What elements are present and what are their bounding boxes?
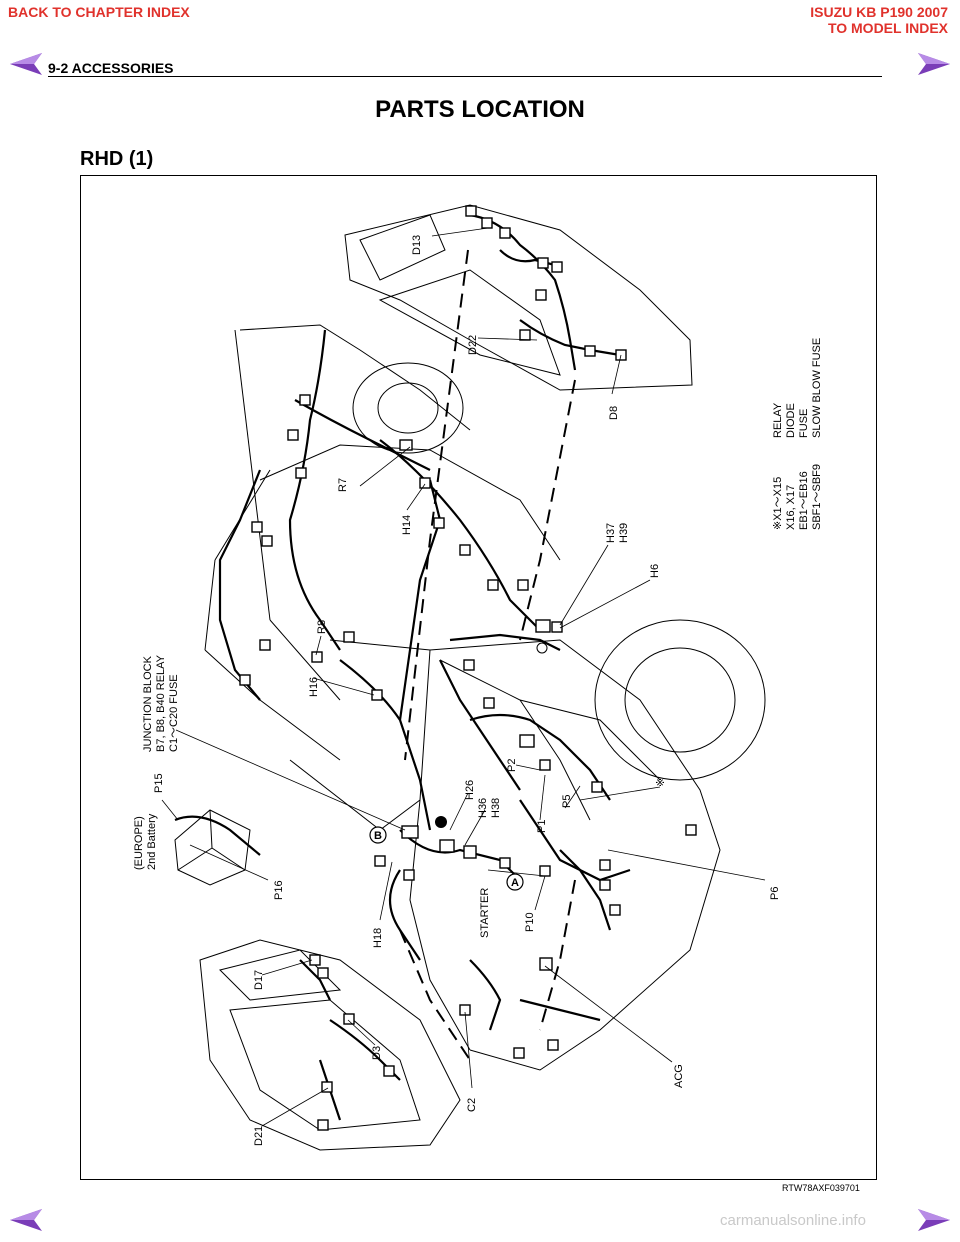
label-junction-relays: B7, B8, B40 RELAY <box>155 654 167 752</box>
label-h26: H26 <box>464 780 476 800</box>
label-h6: H6 <box>649 564 661 578</box>
label-junction-block: JUNCTION BLOCK <box>142 655 154 752</box>
label-2nd-battery: 2nd Battery <box>146 813 158 870</box>
model-title: ISUZU KB P190 2007 <box>810 4 948 20</box>
legend-relay-range: ※X1～X15 <box>772 477 784 530</box>
label-h16: H16 <box>308 677 320 697</box>
label-d17: D17 <box>253 970 265 990</box>
label-p1: P1 <box>536 820 548 833</box>
label-h38: H38 <box>490 798 502 818</box>
label-h14: H14 <box>401 515 413 535</box>
label-europe: (EUROPE) <box>133 816 145 870</box>
next-page-arrow-icon[interactable] <box>912 52 952 76</box>
legend-sbf-range: SBF1～SBF9 <box>811 464 823 530</box>
label-starter: STARTER <box>479 888 491 938</box>
diagram-frame <box>80 175 877 1180</box>
back-to-chapter-index-link[interactable]: BACK TO CHAPTER INDEX <box>8 4 190 20</box>
label-acg: ACG <box>673 1064 685 1088</box>
label-d8: D8 <box>608 406 620 420</box>
prev-page-arrow-icon-bottom[interactable] <box>8 1208 48 1232</box>
label-d22: D22 <box>467 335 479 355</box>
label-h37: H37 <box>605 523 617 543</box>
legend-diode: DIODE <box>785 403 797 438</box>
label-p10: P10 <box>524 912 536 932</box>
figure-id: RTW78AXF039701 <box>782 1183 860 1193</box>
wiring-harness-diagram: A B D13 D22 D8 R7 H14 H37 H39 H6 R8 H16 … <box>133 204 823 1151</box>
label-d21: D21 <box>253 1126 265 1146</box>
label-p6: P6 <box>769 887 781 900</box>
legend-slow-blow-fuse: SLOW BLOW FUSE <box>811 338 823 438</box>
label-h36: H36 <box>477 798 489 818</box>
label-r8: R8 <box>316 620 328 634</box>
legend-fuse-range: EB1～EB16 <box>798 471 810 530</box>
label-junction-fuses: C1～C20 FUSE <box>168 674 180 752</box>
label-p2: P2 <box>506 759 518 772</box>
label-d3: D3 <box>371 1046 383 1060</box>
legend-diode-range: X16, X17 <box>785 485 797 530</box>
label-p15: P15 <box>153 773 165 793</box>
next-page-arrow-icon-bottom[interactable] <box>912 1208 952 1232</box>
label-c2: C2 <box>466 1098 478 1112</box>
watermark: carmanualsonline.info <box>720 1212 866 1229</box>
marker-a: A <box>511 877 519 889</box>
section-header: 9-2 ACCESSORIES <box>48 60 174 76</box>
to-model-index-link[interactable]: TO MODEL INDEX <box>827 20 948 36</box>
marker-b: B <box>374 830 382 842</box>
label-h39: H39 <box>618 523 630 543</box>
model-header: ISUZU KB P190 2007 TO MODEL INDEX <box>810 4 948 36</box>
label-reference-mark: ※ <box>655 778 667 787</box>
legend-relay: RELAY <box>772 402 784 438</box>
legend-fuse: FUSE <box>798 409 810 438</box>
label-h18: H18 <box>372 928 384 948</box>
label-p16: P16 <box>273 880 285 900</box>
label-d13: D13 <box>411 235 423 255</box>
header-divider <box>48 76 882 77</box>
section-subtitle: RHD (1) <box>80 148 154 170</box>
page-title: PARTS LOCATION <box>375 96 585 123</box>
label-p5: P5 <box>561 795 573 808</box>
prev-page-arrow-icon[interactable] <box>8 52 48 76</box>
label-r7: R7 <box>337 478 349 492</box>
